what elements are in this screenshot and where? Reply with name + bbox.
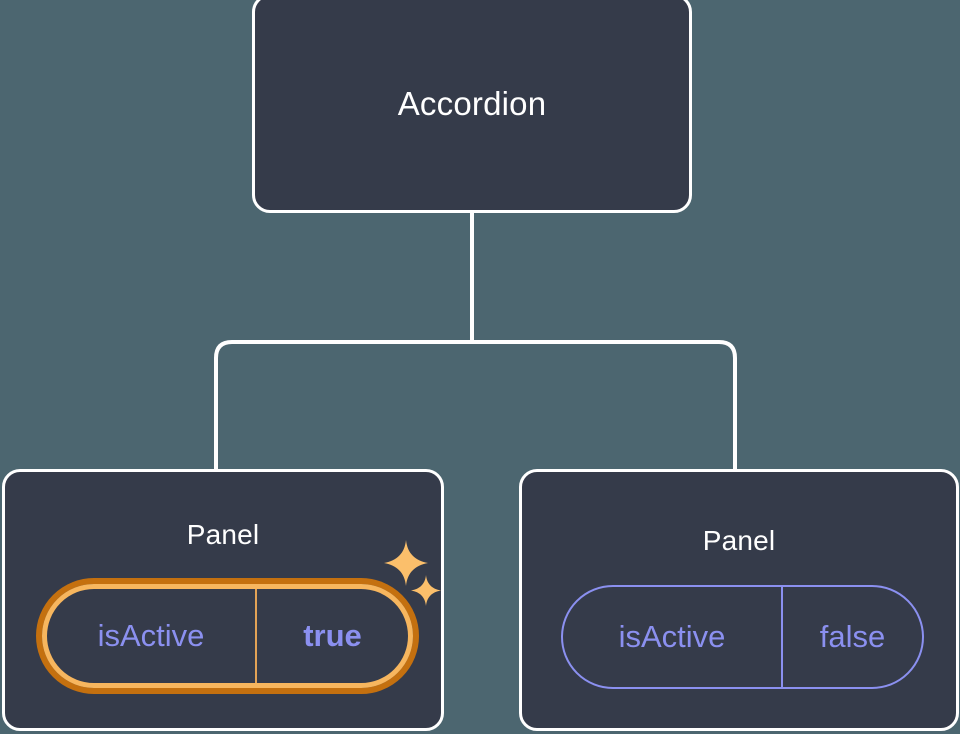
connector-right-branch bbox=[472, 340, 737, 470]
prop-value-label: true bbox=[255, 589, 408, 683]
node-panel-left-title: Panel bbox=[186, 519, 260, 550]
connector-left-branch bbox=[214, 340, 472, 470]
node-accordion-title: Accordion bbox=[397, 85, 547, 122]
prop-pill-inner-ring: isActive true bbox=[42, 584, 413, 688]
prop-pill-isactive-false[interactable]: isActive false bbox=[561, 585, 924, 689]
prop-value-label: false bbox=[781, 587, 922, 687]
prop-pill-isactive-true[interactable]: isActive true bbox=[36, 578, 419, 694]
prop-key-label: isActive bbox=[97, 618, 205, 653]
node-panel-right[interactable]: Panel isActive false bbox=[519, 469, 959, 731]
node-panel-right-title: Panel bbox=[702, 525, 776, 556]
node-panel-left[interactable]: Panel isActive true bbox=[2, 469, 444, 731]
node-accordion[interactable]: Accordion bbox=[252, 0, 692, 213]
prop-key-label: isActive bbox=[618, 619, 726, 654]
